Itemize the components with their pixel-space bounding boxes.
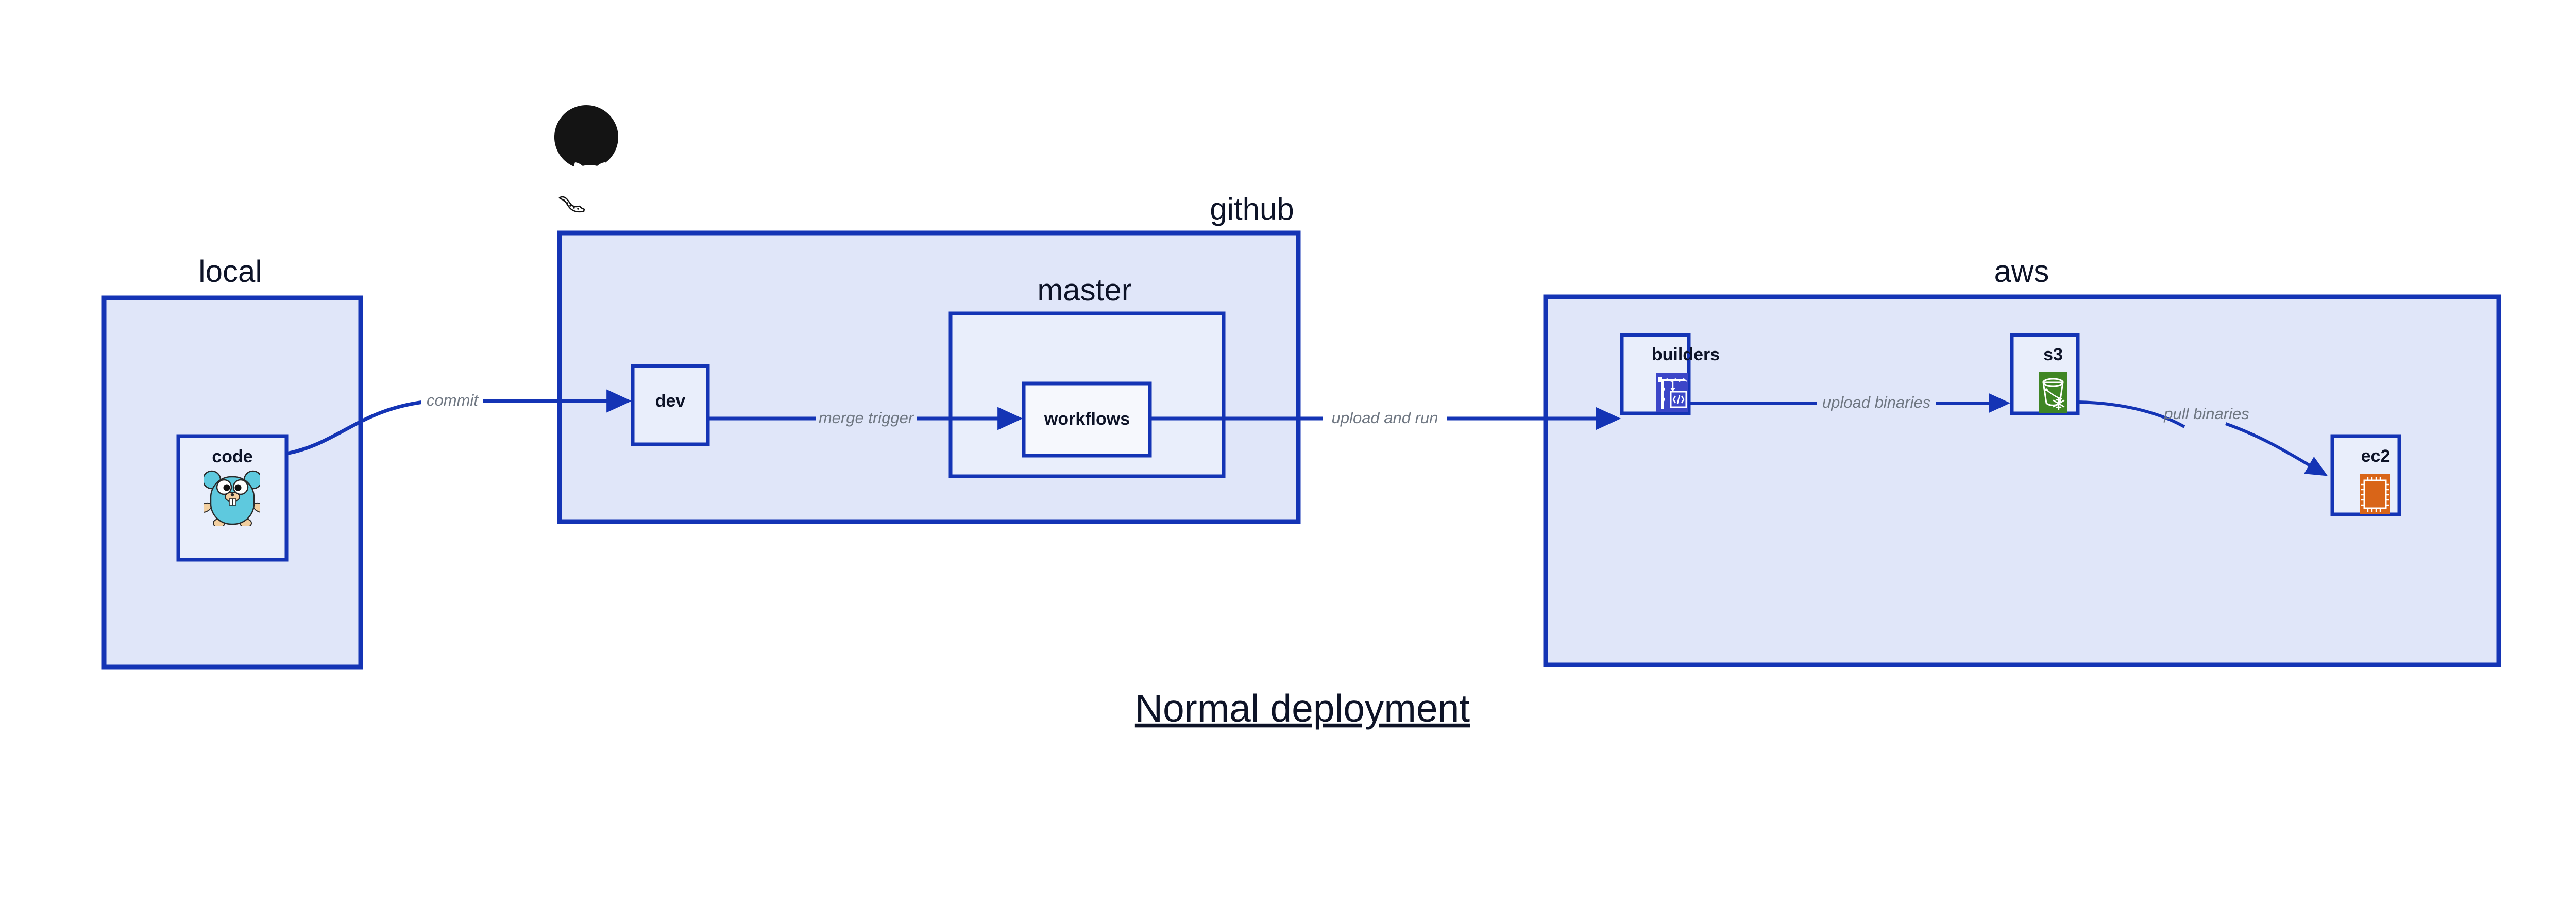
edge-label-upload-binaries: upload binaries bbox=[1822, 393, 1930, 411]
aws-s3-bucket-icon bbox=[2039, 372, 2067, 413]
edge-workflows-to-builders: upload and run bbox=[1150, 407, 1621, 430]
edge-code-to-dev: commit bbox=[286, 389, 632, 456]
github-octocat-icon bbox=[554, 105, 618, 213]
edge-s3-to-ec2: pull binaries bbox=[2077, 400, 2328, 476]
edge-dev-to-workflows: merge trigger bbox=[708, 407, 1023, 430]
group-aws-label: aws bbox=[1994, 254, 2049, 289]
group-local[interactable]: local code bbox=[101, 254, 363, 670]
group-local-label: local bbox=[198, 254, 262, 289]
page-title: Normal deployment bbox=[1135, 687, 1470, 730]
node-s3-label: s3 bbox=[2043, 345, 2063, 364]
node-code-label: code bbox=[212, 447, 252, 466]
node-workflows-rect[interactable] bbox=[1022, 381, 1152, 458]
group-aws[interactable]: aws builders bbox=[1543, 254, 2501, 667]
subgroup-master-label: master bbox=[1037, 273, 1131, 307]
node-ec2-label: ec2 bbox=[2361, 446, 2391, 466]
node-builders[interactable]: builders bbox=[1620, 333, 1720, 415]
node-dev-rect[interactable] bbox=[631, 364, 710, 446]
edge-label-pull-binaries: pull binaries bbox=[2163, 405, 2249, 423]
node-workflows[interactable]: workflows bbox=[1022, 381, 1152, 458]
edge-builders-to-s3: upload binaries bbox=[1689, 393, 2010, 413]
group-github-label: github bbox=[1210, 192, 1294, 226]
node-builders-label: builders bbox=[1652, 345, 1720, 364]
go-gopher-icon bbox=[204, 470, 260, 526]
edge-label-merge-trigger: merge trigger bbox=[819, 409, 914, 427]
group-github[interactable]: github dev master bbox=[554, 105, 1301, 524]
node-workflows-label: workflows bbox=[1044, 409, 1130, 429]
node-dev-label: dev bbox=[655, 391, 686, 411]
aws-ec2-chip-icon bbox=[2360, 474, 2390, 514]
node-s3[interactable]: s3 bbox=[2010, 333, 2080, 415]
node-ec2[interactable]: ec2 bbox=[2330, 434, 2401, 516]
node-code[interactable]: code bbox=[176, 434, 289, 562]
edge-label-commit: commit bbox=[427, 391, 479, 409]
aws-codebuild-icon bbox=[1656, 373, 1688, 412]
node-dev[interactable]: dev bbox=[631, 364, 710, 446]
subgroup-master[interactable]: master workflows bbox=[948, 273, 1226, 478]
edge-label-upload-and-run: upload and run bbox=[1332, 409, 1438, 427]
